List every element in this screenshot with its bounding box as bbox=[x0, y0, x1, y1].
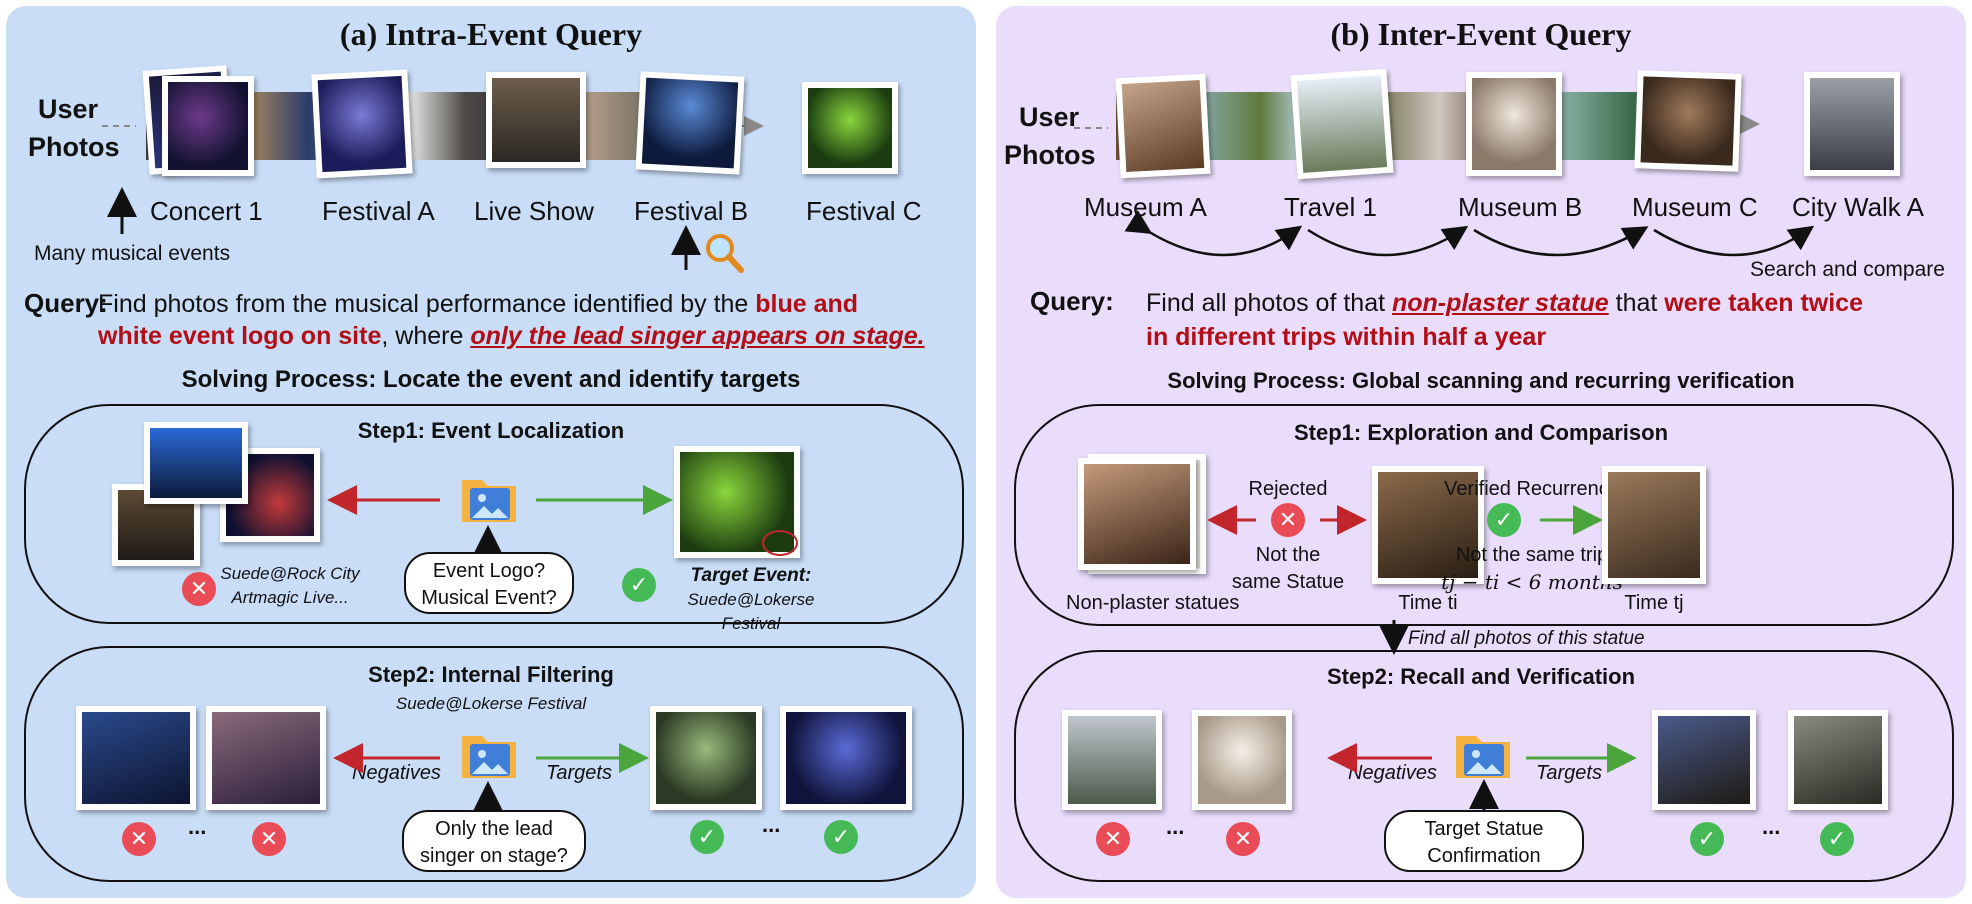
target-statue-bubble: Target Statue Confirmation bbox=[1384, 810, 1584, 872]
cross-icon: ✕ bbox=[1096, 822, 1130, 856]
check-icon: ✓ bbox=[1487, 503, 1521, 537]
photo-strip bbox=[1116, 92, 1716, 160]
target-event-photo bbox=[674, 446, 800, 558]
concert-photo bbox=[162, 76, 254, 176]
targets-label-b: Targets bbox=[1536, 762, 1602, 784]
museum-a-photo bbox=[1115, 73, 1211, 179]
check-icon: ✓ bbox=[622, 568, 656, 602]
time-i-photo bbox=[1372, 466, 1484, 584]
step1-box-b bbox=[1014, 404, 1954, 626]
non-plaster-photo bbox=[1078, 458, 1196, 570]
time-j-photo bbox=[1602, 466, 1706, 584]
query-text: Find photos from the musical performance… bbox=[98, 290, 925, 350]
target-event-caption: Target Event: Suede@Lokerse Festival bbox=[687, 565, 815, 633]
step2-box-b bbox=[1014, 650, 1954, 882]
event-festival-a: Festival A bbox=[322, 196, 435, 226]
recurrence-condition: Not the same trip tj − ti < 6 months bbox=[1441, 544, 1623, 594]
many-events-note: Many musical events bbox=[34, 242, 231, 265]
step1-title-b: Step1: Exploration and Comparison bbox=[1293, 420, 1669, 445]
ellipsis: ... bbox=[1762, 814, 1781, 839]
step2-arrows-b bbox=[1327, 743, 1637, 810]
step2-event-a: Suede@Lokerse Festival bbox=[395, 694, 587, 713]
photo-timeline bbox=[1074, 114, 1760, 134]
city-walk-photo bbox=[1804, 72, 1900, 176]
museum-c-photo bbox=[1634, 70, 1742, 172]
time-i-caption: Time ti bbox=[1398, 592, 1458, 614]
step2-title-b: Step2: Recall and Verification bbox=[1326, 664, 1636, 689]
cross-icon: ✕ bbox=[1271, 503, 1305, 537]
photo-timeline bbox=[102, 116, 764, 136]
museum-b-photo bbox=[1466, 72, 1562, 176]
negative-photo-2 bbox=[1192, 710, 1292, 810]
event-logo-bubble: Event Logo? Musical Event? bbox=[404, 552, 574, 614]
target-photo-1 bbox=[650, 706, 762, 810]
negative-photo-1 bbox=[1062, 710, 1162, 810]
negatives-label-b: Negatives bbox=[1348, 762, 1437, 784]
travel-photo bbox=[1290, 68, 1394, 180]
search-compare-arcs bbox=[1124, 210, 1815, 257]
check-icon: ✓ bbox=[1820, 822, 1854, 856]
check-icon: ✓ bbox=[824, 820, 858, 854]
panel-a-title: (a) Intra-Event Query bbox=[339, 16, 643, 52]
check-icon: ✓ bbox=[1690, 822, 1724, 856]
cross-icon: ✕ bbox=[1226, 822, 1260, 856]
event-festival-b: Festival B bbox=[634, 196, 749, 226]
solving-process-a: Solving Process: Locate the event and id… bbox=[181, 366, 801, 393]
magnifier-icon bbox=[706, 234, 734, 262]
cross-icon: ✕ bbox=[182, 572, 216, 606]
cross-icon: ✕ bbox=[122, 822, 156, 856]
ellipsis: ... bbox=[1166, 814, 1185, 839]
non-plaster-caption: Non-plaster statues bbox=[1066, 592, 1240, 614]
panel-intra-event: (a) Intra-Event Query User Photos Concer… bbox=[6, 6, 976, 898]
folder-icon bbox=[462, 736, 516, 778]
panel-b-title: (b) Inter-Event Query bbox=[1330, 16, 1632, 52]
target-photo-2 bbox=[780, 706, 912, 810]
festival-a-photo bbox=[311, 69, 413, 179]
rejected-events: Suede@Rock City Artmagic Live... bbox=[220, 564, 360, 607]
time-j-caption: Time tj bbox=[1624, 592, 1684, 614]
cross-icon: ✕ bbox=[252, 822, 286, 856]
query-text: Find all photos of that non-plaster stat… bbox=[1146, 289, 1863, 351]
timeline-arrows bbox=[107, 187, 744, 273]
query-label: Query: bbox=[1030, 286, 1114, 316]
negative-photo-1 bbox=[76, 706, 196, 810]
folder-icon bbox=[1456, 736, 1510, 778]
targets-label-a: Targets bbox=[546, 762, 612, 784]
step2-title-a: Step2: Internal Filtering bbox=[368, 662, 614, 687]
rejected-photo-3 bbox=[144, 422, 248, 504]
logo-highlight-circle bbox=[762, 530, 798, 556]
event-city-walk-a: City Walk A bbox=[1792, 192, 1924, 222]
negatives-label-a: Negatives bbox=[352, 762, 441, 784]
solving-process-b: Solving Process: Global scanning and rec… bbox=[1167, 368, 1795, 393]
verified-label: Verified Recurrence bbox=[1444, 478, 1620, 500]
target-photo-1 bbox=[1652, 710, 1756, 810]
user-photos-label: User Photos bbox=[1004, 102, 1096, 170]
not-same-statue: Not the same Statue bbox=[1231, 544, 1345, 593]
ellipsis: ... bbox=[188, 814, 207, 839]
step1-box-a bbox=[24, 404, 964, 624]
step1-title-a: Step1: Event Localization bbox=[357, 418, 625, 443]
step2-box-a bbox=[24, 646, 964, 882]
negative-photo-2 bbox=[206, 706, 326, 810]
event-museum-c: Museum C bbox=[1632, 192, 1758, 222]
search-compare-note: Search and compare bbox=[1750, 258, 1945, 281]
festival-c-photo bbox=[802, 82, 898, 174]
find-all-note: Find all photos of this statue bbox=[1408, 628, 1645, 649]
festival-b-photo bbox=[635, 71, 745, 175]
find-all-arrow bbox=[1379, 620, 1409, 655]
event-festival-c: Festival C bbox=[806, 196, 922, 226]
check-icon: ✓ bbox=[690, 820, 724, 854]
panel-inter-event: (b) Inter-Event Query User Photos Museum… bbox=[996, 6, 1966, 898]
user-photos-label: User Photos bbox=[28, 94, 120, 162]
live-show-photo bbox=[486, 72, 586, 168]
event-museum-b: Museum B bbox=[1458, 192, 1583, 222]
lead-singer-bubble: Only the lead singer on stage? bbox=[402, 810, 586, 872]
target-photo-2 bbox=[1788, 710, 1888, 810]
event-live-show: Live Show bbox=[474, 196, 594, 226]
query-label: Query: bbox=[24, 288, 108, 318]
rejected-label: Rejected bbox=[1248, 478, 1328, 500]
folder-icon bbox=[462, 480, 516, 522]
ellipsis: ... bbox=[762, 812, 781, 837]
event-concert-1: Concert 1 bbox=[150, 196, 263, 226]
